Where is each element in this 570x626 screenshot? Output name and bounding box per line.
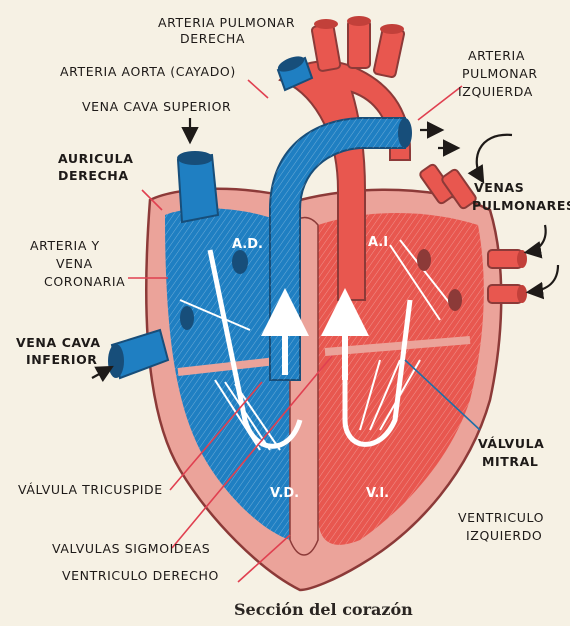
chamber-label-ai: A.I	[368, 235, 388, 250]
label-arteria-vena-coronaria-3: CORONARIA	[44, 274, 125, 289]
label-arteria-pulmonar-izquierda-3: IZQUIERDA	[458, 84, 533, 99]
superior-vena-cava	[178, 155, 218, 222]
label-arteria-pulmonar-izquierda-2: PULMONAR	[462, 66, 538, 81]
figure-caption: Sección del corazón	[234, 600, 413, 619]
label-arteria-vena-coronaria-2: VENA	[56, 256, 93, 271]
label-vena-cava-superior: VENA CAVA SUPERIOR	[82, 99, 231, 114]
label-venas-pulmonares-2: PULMONARES	[472, 198, 570, 213]
chamber-label-vi: V.I.	[366, 486, 389, 501]
label-valvulas-sigmoideas: VALVULAS SIGMOIDEAS	[52, 541, 210, 556]
label-venas-pulmonares: VENAS	[474, 180, 524, 195]
label-auricula-derecha-2: DERECHA	[58, 168, 129, 183]
label-arteria-aorta: ARTERIA AORTA (CAYADO)	[60, 64, 236, 79]
label-ventriculo-izquierdo-2: IZQUIERDO	[466, 528, 542, 543]
label-auricula-derecha: AURICULA	[58, 151, 133, 166]
label-valvula-mitral: VÁLVULA	[478, 436, 544, 451]
label-vena-cava-inferior-2: INFERIOR	[26, 352, 98, 367]
label-ventriculo-izquierdo: VENTRICULO	[458, 510, 544, 525]
label-arteria-vena-coronaria: ARTERIA Y	[30, 238, 100, 253]
label-arteria-pulmonar-derecha-2: DERECHA	[180, 31, 245, 46]
label-arteria-pulmonar-derecha: ARTERIA PULMONAR	[158, 15, 295, 30]
label-arteria-pulmonar-izquierda: ARTERIA	[468, 48, 525, 63]
label-ventriculo-derecho: VENTRICULO DERECHO	[62, 568, 219, 583]
label-valvula-mitral-2: MITRAL	[482, 454, 538, 469]
chamber-label-ad: A.D.	[232, 237, 263, 252]
chamber-label-vd: V.D.	[270, 486, 299, 501]
label-valvula-tricuspide: VÁLVULA TRICUSPIDE	[18, 482, 163, 497]
label-vena-cava-inferior: VENA CAVA	[16, 335, 101, 350]
